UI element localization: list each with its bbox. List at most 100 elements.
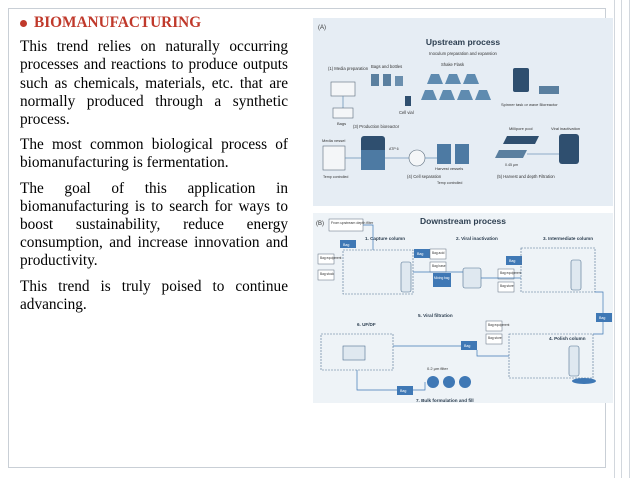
- ufdf-cassette: [342, 345, 366, 361]
- cell-vial-label: Cell vial: [399, 110, 414, 115]
- bag-acid-box: [429, 248, 447, 260]
- viral-filtration-step-label: 5. Viral filtration: [418, 313, 453, 318]
- bag-store-label: Bag store: [500, 284, 514, 288]
- flask-5: [439, 90, 455, 100]
- slide-edge-rule: [614, 0, 630, 478]
- bags-label: Bags: [337, 121, 346, 126]
- flask-2: [445, 74, 461, 84]
- bags-tank: [332, 107, 354, 119]
- paragraph-3: The goal of this application in biomanuf…: [20, 179, 288, 270]
- intermediate-step-label: 3. Intermediate column: [543, 236, 593, 241]
- ds-bag-1: [340, 240, 356, 248]
- centrifuge: [408, 149, 426, 167]
- bag-label-3: Bag: [509, 259, 515, 263]
- production-label: (3) Production bioreactor: [353, 124, 400, 129]
- intermediate-column: [570, 259, 582, 291]
- capture-step-label: 1. Capture column: [365, 236, 405, 241]
- final-vessel-1: [427, 376, 439, 388]
- filter-label: 0.2 μm filter: [427, 366, 449, 371]
- flow-line-1: [363, 224, 374, 250]
- media-vessel-label: Media vessel: [322, 138, 345, 143]
- ds-bag-3: [506, 256, 522, 265]
- flow-line-8: [356, 370, 397, 391]
- bag-equipment-label: Bag equipment: [320, 256, 342, 260]
- polish-column: [568, 345, 580, 377]
- temp-controlled-1: Temp controlled: [323, 175, 348, 179]
- ds-bag-2: [414, 249, 430, 258]
- mixing-bag-label: Mixing bag: [434, 276, 450, 280]
- bag-store-label-2: Bag store: [488, 336, 502, 340]
- bag-label-1: Bag: [343, 243, 349, 247]
- cell-vial: [405, 96, 411, 106]
- bag-label-5: Bag: [464, 344, 470, 348]
- bag-label-4: Bag: [599, 316, 605, 320]
- ds-bag-5: [461, 341, 477, 350]
- paragraph-2: The most common biological process of bi…: [20, 136, 288, 172]
- process-figure: (A) Upstream process Inoculum preparatio…: [313, 18, 613, 403]
- bag-equipment-box-2: [497, 268, 515, 280]
- media-prep-tank: [330, 81, 356, 97]
- final-vessel-3: [459, 376, 471, 388]
- bag-base-label: Bag base: [432, 264, 446, 268]
- capture-column: [400, 261, 412, 293]
- upstream-subtitle: Inoculum preparation and expansion: [429, 51, 497, 56]
- bag-equipment-box: [317, 253, 335, 265]
- polish-step-label: 4. Polish column: [549, 336, 586, 341]
- bag-store-box-2: [485, 333, 503, 345]
- upstream-panel-label: (A): [318, 25, 326, 31]
- viral-inact-tank: [462, 267, 482, 289]
- bottle-1: [371, 74, 379, 86]
- bag-stock-label: Bag stock: [320, 272, 334, 276]
- viral-inact-step-label: 2. Viral inactivation: [456, 236, 498, 241]
- bag-acid-label: Bag acid: [432, 251, 445, 255]
- downstream-title: Downstream process: [420, 216, 506, 226]
- shake-flask-label: Shake Flask: [441, 62, 465, 67]
- ufdf-step-label: 6. UF/DF: [357, 322, 376, 327]
- bag-label-2: Bag: [417, 252, 423, 256]
- polish-vessel-base: [572, 378, 596, 384]
- ds-bag-4: [596, 313, 612, 322]
- bag-equipment-label-2: Bag equipment: [500, 271, 522, 275]
- bottle-3: [395, 76, 403, 86]
- media-prep-label: (1) Media preparation: [328, 66, 369, 71]
- text-column: BIOMANUFACTURING This trend relies on na…: [20, 14, 288, 321]
- spinner-label: Spinner task or wave Bioreactor: [501, 102, 558, 107]
- flask-3: [463, 74, 479, 84]
- upstream-title: Upstream process: [426, 37, 500, 47]
- harvest-vessel-2: [455, 144, 469, 164]
- depth-pool-label: Millipore pool: [509, 126, 533, 131]
- flow-line-6: [476, 350, 509, 357]
- small-filter-label: 0.45 μm: [505, 163, 518, 167]
- flow-line-4: [595, 291, 604, 313]
- bulk-step-label: 7. Bulk formulation and fill: [416, 398, 474, 403]
- production-bioreactor-fill: [361, 150, 385, 170]
- harvest-depth-label: (5) Harvest and depth Filtration: [497, 174, 555, 179]
- paragraph-4: This trend is truly poised to continue a…: [20, 277, 288, 313]
- bullet-icon: [20, 19, 27, 27]
- bottle-2: [383, 74, 391, 86]
- harvest-vessel-1: [437, 144, 451, 164]
- flask-6: [457, 90, 473, 100]
- bag-label-6: Bag: [400, 389, 406, 393]
- bag-equipment-box-3: [485, 320, 503, 332]
- ds-bag-6: [397, 386, 413, 395]
- bag-equipment-label-3: Bag equipment: [488, 323, 510, 327]
- downstream-panel-label: (B): [316, 221, 324, 227]
- final-vessel-2: [443, 376, 455, 388]
- viral-inact-vessel: [559, 134, 579, 164]
- from-upstream-label: From upstream depth filter: [331, 221, 374, 225]
- depth-filter-1: [503, 136, 539, 144]
- heading-text: BIOMANUFACTURING: [34, 14, 202, 31]
- bag-stock-box: [317, 269, 335, 281]
- flask-4: [421, 90, 437, 100]
- media-vessel: [322, 145, 346, 171]
- wave-bioreactor: [539, 86, 559, 94]
- flask-7: [475, 90, 491, 100]
- flask-1: [427, 74, 443, 84]
- bags-bottles-label: Bags and bottles: [371, 64, 402, 69]
- downstream-panel: [313, 213, 613, 403]
- process-diagram: (A) Upstream process Inoculum preparatio…: [313, 18, 613, 403]
- harvest-label: Harvest vessels: [435, 166, 463, 171]
- upstream-panel: [313, 18, 613, 206]
- atp-label: ATP 6: [389, 147, 399, 151]
